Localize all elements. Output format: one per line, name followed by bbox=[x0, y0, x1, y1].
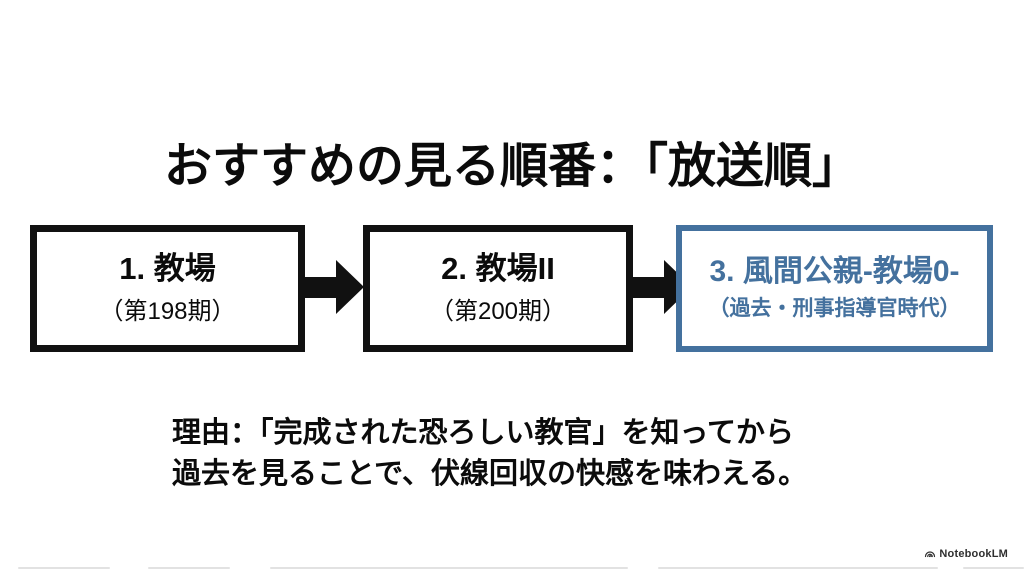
notebooklm-watermark: NotebookLM bbox=[924, 548, 1008, 560]
step-1-title: 1. 教場 bbox=[119, 250, 216, 286]
bottom-segment bbox=[270, 567, 628, 569]
bottom-segment bbox=[658, 567, 938, 569]
step-3-subtitle: （過去・刑事指導官時代） bbox=[708, 297, 961, 321]
page-title: おすすめの見る順番：「放送順」 bbox=[163, 140, 860, 193]
reason-line-2: 過去を見ることで、伏線回収の快感を味わえる。 bbox=[172, 458, 808, 490]
step-2-subtitle: （第200期） bbox=[429, 298, 567, 326]
arrow-shaft bbox=[299, 277, 337, 298]
step-box-3-highlighted: 3. 風間公親-教場0- （過去・刑事指導官時代） bbox=[676, 225, 993, 352]
bottom-segment bbox=[18, 567, 110, 569]
bottom-segment bbox=[148, 567, 230, 569]
bottom-segment bbox=[963, 567, 1024, 569]
notebooklm-brand-label: NotebookLM bbox=[939, 548, 1008, 560]
step-box-1: 1. 教場 （第198期） bbox=[30, 225, 305, 352]
step-1-subtitle: （第198期） bbox=[99, 298, 236, 326]
arrow-right-icon bbox=[336, 260, 364, 314]
step-2-title: 2. 教場II bbox=[441, 250, 555, 286]
reason-line-1: 理由：「完成された恐ろしい教官」を知ってから bbox=[172, 417, 795, 449]
step-box-2: 2. 教場II （第200期） bbox=[363, 225, 633, 352]
bottom-segment-bar bbox=[0, 567, 1024, 570]
step-3-title: 3. 風間公親-教場0- bbox=[709, 254, 960, 288]
arrow-shaft bbox=[629, 277, 665, 298]
reason-text: 理由：「完成された恐ろしい教官」を知ってから 過去を見ることで、伏線回収の快感を… bbox=[172, 413, 807, 495]
notebooklm-logo-icon bbox=[924, 548, 936, 560]
